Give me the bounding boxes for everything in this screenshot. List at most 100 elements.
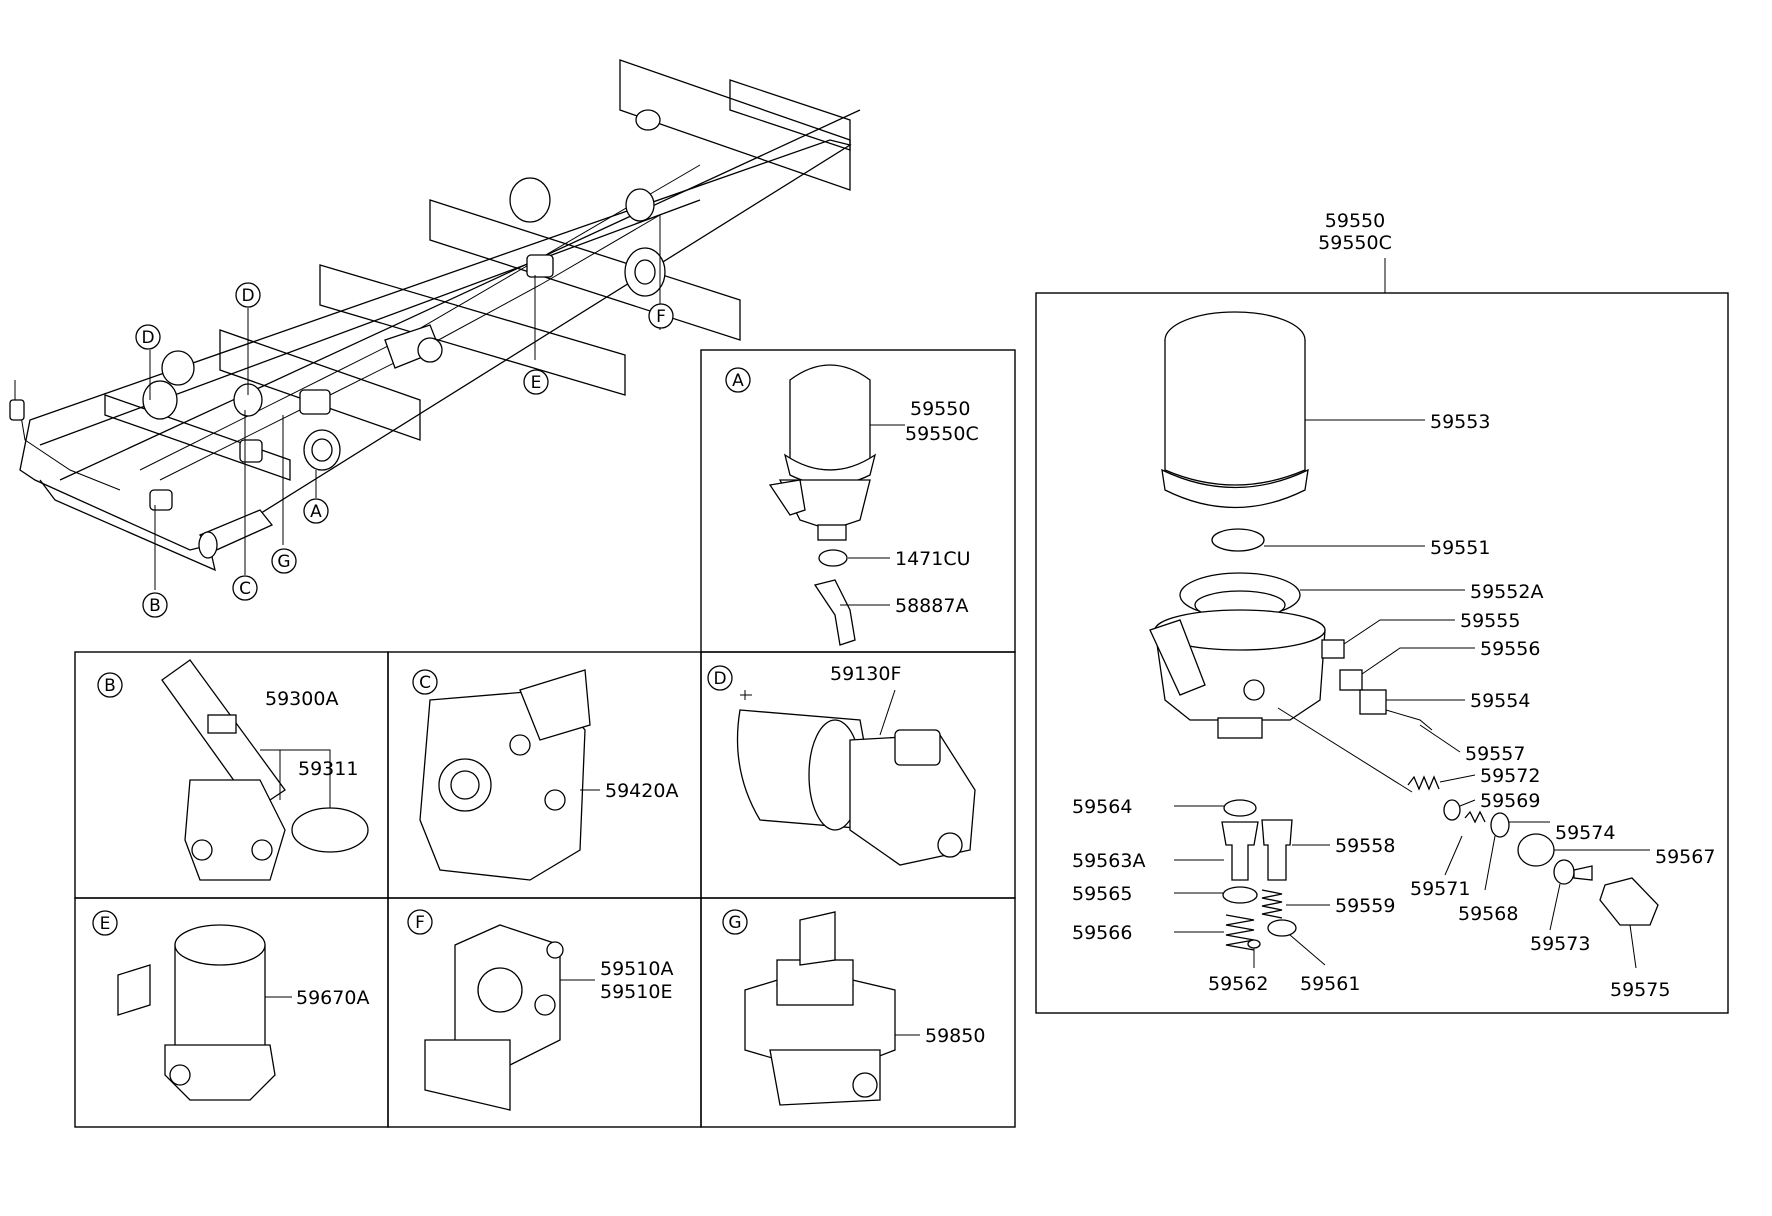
label-59850: 59850 (925, 1025, 985, 1047)
panel-e-letter: E (100, 914, 111, 934)
air-dryer-icon (768, 364, 877, 541)
label-59551: 59551 (1430, 537, 1490, 559)
label-59300a: 59300A (265, 688, 338, 710)
panel-d: D 59130F (700, 651, 1016, 899)
relay-valve-icon (419, 669, 591, 881)
dryer-housing-icon (1149, 572, 1326, 739)
valve-body-icon (1221, 821, 1259, 881)
chassis-callout-a: A (303, 498, 329, 524)
label-59553: 59553 (1430, 411, 1490, 433)
brake-chamber-icon (736, 690, 976, 866)
panel-b-letter: B (104, 676, 116, 696)
label-59670a: 59670A (296, 987, 369, 1009)
label-59573: 59573 (1530, 933, 1590, 955)
svg-text:C: C (239, 579, 251, 599)
chassis-callout-e: E (523, 369, 549, 395)
label-59569: 59569 (1480, 790, 1540, 812)
hose-clamp-icon (818, 549, 848, 567)
washer-icon (1443, 799, 1461, 821)
chassis-brake-chamber-icon (142, 380, 178, 420)
panel-f: F 59510A 59510E (387, 897, 702, 1128)
chassis-callout-d1: D (135, 324, 161, 350)
label-59563a: 59563A (1072, 850, 1145, 872)
hose-icon (813, 579, 856, 646)
panel-a: A 59550 59550C 1471CU 58887A (700, 349, 1016, 653)
label-59566: 59566 (1072, 922, 1132, 944)
label-59554: 59554 (1470, 690, 1530, 712)
solenoid-valve-icon (117, 924, 276, 1101)
label-59567: 59567 (1655, 846, 1715, 868)
dryer-header-59550: 59550 (1325, 210, 1385, 232)
label-58887a: 58887A (895, 595, 968, 617)
o-ring-icon (291, 807, 369, 853)
panel-b: B 59300A 59311 (74, 651, 389, 899)
panel-c-letter: C (419, 673, 431, 693)
spring-icon (1407, 775, 1440, 791)
label-59562: 59562 (1208, 973, 1268, 995)
brake-pedal-valve-icon (161, 659, 286, 881)
label-59555: 59555 (1460, 610, 1520, 632)
muffler-icon (1599, 877, 1659, 926)
fitting-icon (1517, 833, 1555, 867)
panel-d-letter: D (713, 669, 726, 689)
label-59420a: 59420A (605, 780, 678, 802)
label-59550-a: 59550 (910, 398, 970, 420)
heater-icon (1359, 689, 1387, 715)
label-59510e: 59510E (600, 981, 672, 1003)
panel-f-letter: F (415, 913, 425, 933)
piston-icon (1261, 819, 1293, 881)
label-59561: 59561 (1300, 973, 1360, 995)
chassis-callout-g: G (271, 548, 297, 574)
chassis-callout-f: F (648, 303, 674, 329)
label-59574: 59574 (1555, 822, 1615, 844)
panel-g-letter: G (728, 913, 741, 933)
panel-g: G 59850 (700, 897, 1016, 1128)
svg-text:D: D (241, 286, 254, 306)
label-59556: 59556 (1480, 638, 1540, 660)
cartridge-icon (1161, 311, 1309, 509)
quick-release-valve-icon (424, 924, 564, 1111)
chassis-callout-b: B (142, 592, 168, 618)
label-59510a: 59510A (600, 958, 673, 980)
chassis-callout-d2: D (235, 282, 261, 308)
panel-a-letter: A (732, 371, 744, 391)
label-59571: 59571 (1410, 878, 1470, 900)
svg-text:B: B (149, 596, 161, 616)
svg-text:D: D (141, 328, 154, 348)
label-1471cu: 1471CU (895, 548, 971, 570)
label-59572: 59572 (1480, 765, 1540, 787)
svg-text:G: G (277, 552, 290, 572)
ring-59565-icon (1222, 886, 1258, 904)
ring-59564-icon (1223, 799, 1257, 817)
chassis-overview: D D F E A G C B (9, 59, 861, 618)
chassis-callout-c: C (232, 575, 258, 601)
label-59575: 59575 (1610, 979, 1670, 1001)
label-59565: 59565 (1072, 883, 1132, 905)
dryer-header-59550c: 59550C (1318, 232, 1392, 254)
dryer-frame (1035, 292, 1729, 1014)
label-59559: 59559 (1335, 895, 1395, 917)
label-59552a: 59552A (1470, 581, 1543, 603)
small-ring-icon (1247, 939, 1261, 949)
label-59311: 59311 (298, 758, 358, 780)
ring-59561-icon (1267, 919, 1297, 937)
air-dryer-exploded: 59550 59550C 59553 59551 59552A (1035, 210, 1729, 1014)
svg-text:A: A (310, 502, 322, 522)
gasket-icon (1321, 639, 1345, 659)
spring-59566-icon (1225, 914, 1255, 951)
svg-text:E: E (531, 373, 542, 393)
panel-c: C 59420A (387, 651, 702, 899)
label-59550c-a: 59550C (905, 423, 979, 445)
label-59564: 59564 (1072, 796, 1132, 818)
spring-59559-icon (1261, 889, 1283, 919)
svg-text:F: F (656, 307, 666, 327)
label-59568: 59568 (1458, 903, 1518, 925)
seal-ring-icon (1211, 528, 1265, 552)
panel-e: E 59670A (74, 897, 389, 1128)
label-59558: 59558 (1335, 835, 1395, 857)
label-59557: 59557 (1465, 743, 1525, 765)
washer-59573-icon (1553, 859, 1575, 885)
label-59130f: 59130F (830, 663, 901, 685)
